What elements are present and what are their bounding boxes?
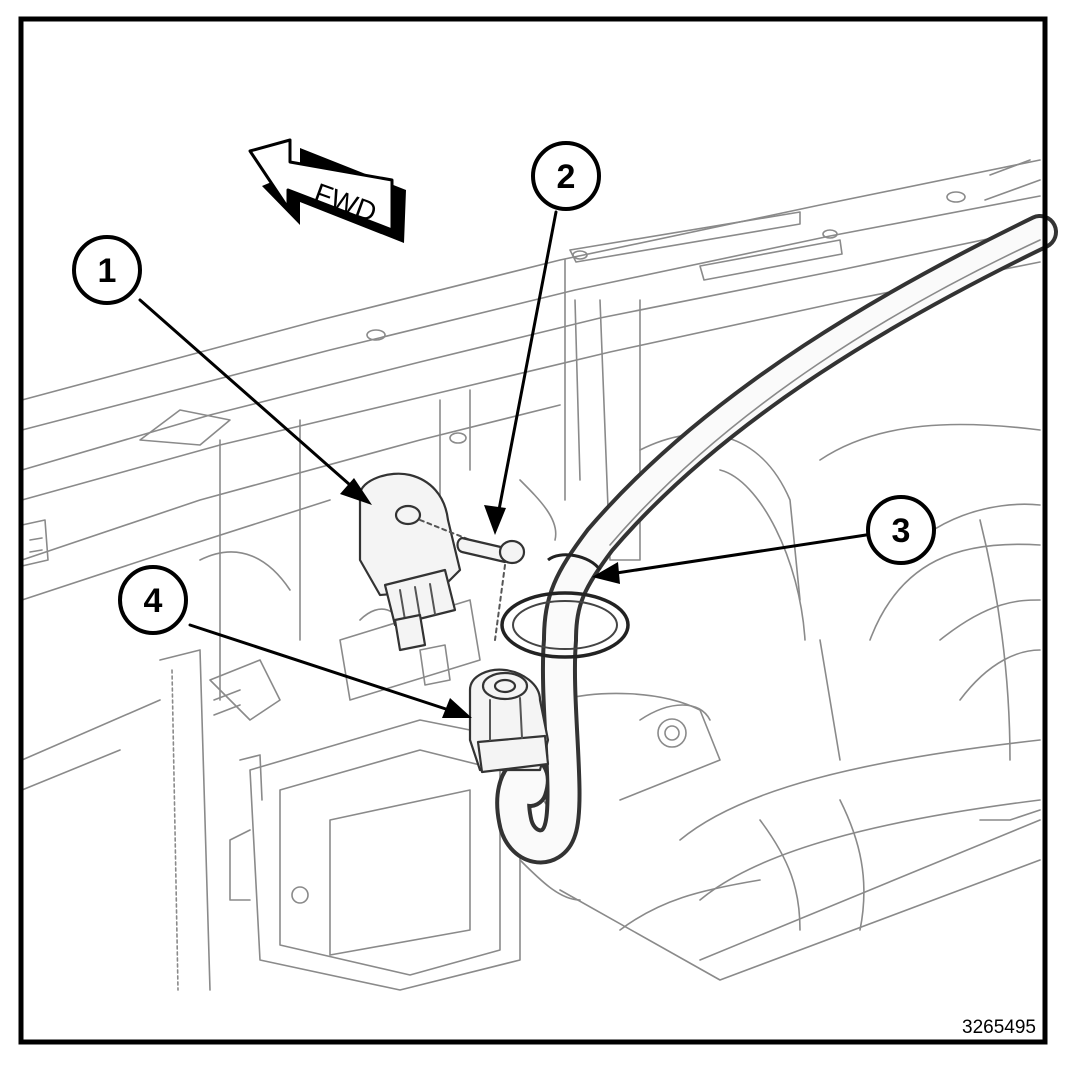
part-sensor-bracket <box>358 472 462 652</box>
callout-1-number: 1 <box>98 252 117 290</box>
figure-id: 3265495 <box>962 1017 1036 1038</box>
fwd-arrow: FWD <box>248 138 406 243</box>
figure-frame <box>18 16 1048 1045</box>
callout-3: 3 <box>866 495 936 565</box>
callout-2: 2 <box>531 141 601 211</box>
callout-2-number: 2 <box>557 158 576 196</box>
callout-3-number: 3 <box>892 512 911 550</box>
part-grommet-hose <box>495 214 1058 865</box>
part-bolt <box>419 519 526 641</box>
callout-4: 4 <box>118 565 188 635</box>
callout-4-number: 4 <box>144 582 163 620</box>
background-line-art <box>21 159 1041 991</box>
leader-lines <box>138 210 868 718</box>
callout-1: 1 <box>72 235 142 305</box>
part-hose-connector <box>468 668 550 774</box>
